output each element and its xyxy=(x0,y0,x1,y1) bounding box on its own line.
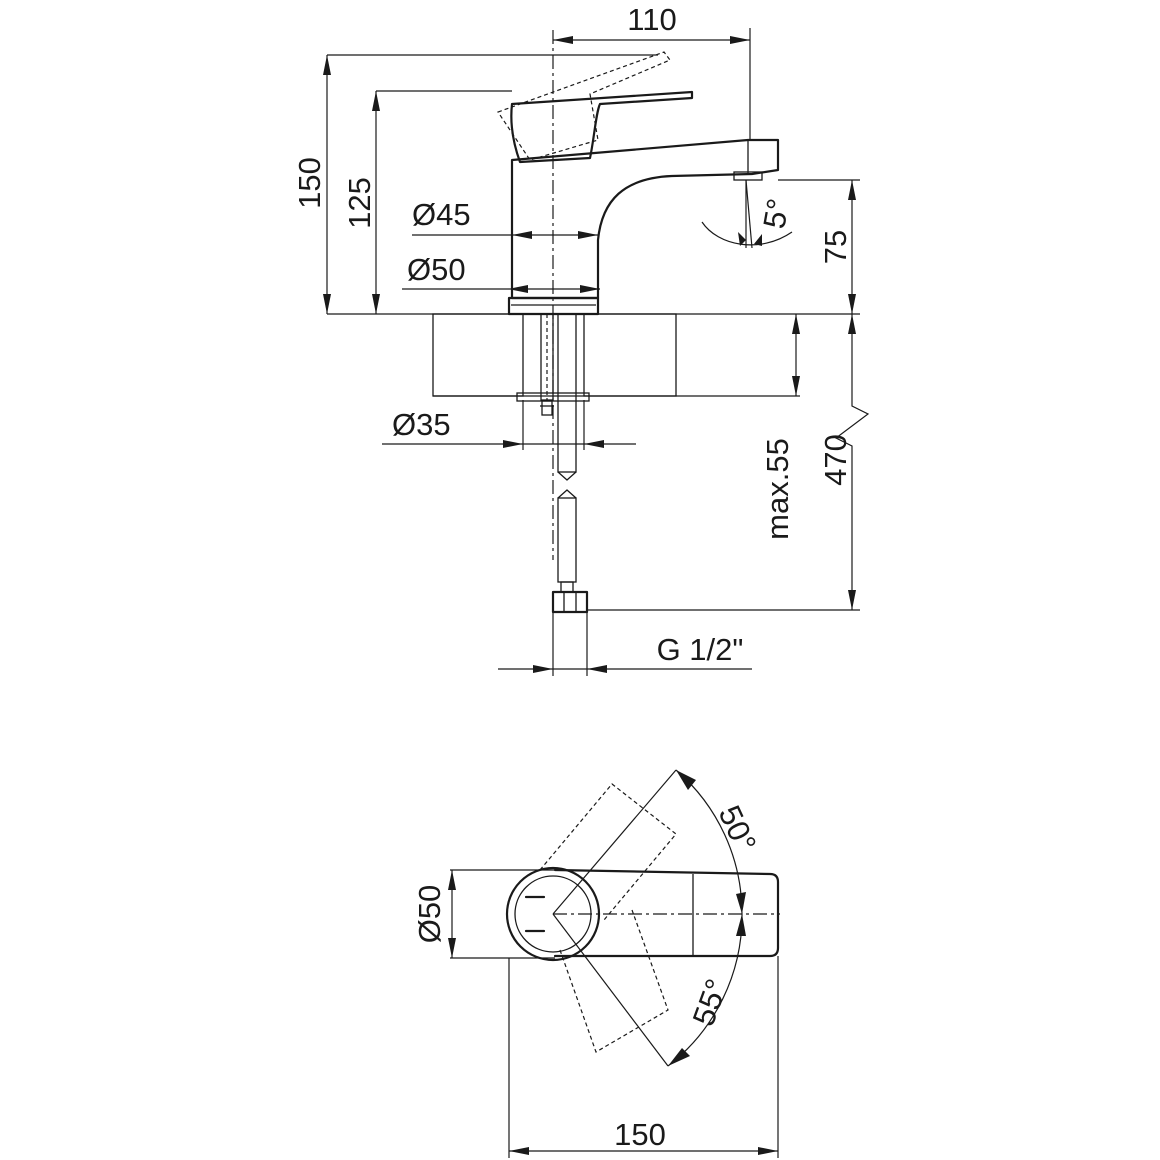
top-dim-angle-50: 50° xyxy=(712,800,764,857)
countertop-section xyxy=(432,313,677,397)
top-dim-angle-55: 55° xyxy=(686,974,735,1030)
top-dim-150-length: 150 xyxy=(614,1117,666,1152)
dimension-labels: 110 150 125 Ø45 Ø50 5° 75 Ø35 max.55 470… xyxy=(292,2,853,667)
dim-dia-35: Ø35 xyxy=(392,407,451,442)
dim-150-height: 150 xyxy=(292,157,327,209)
flow-angle xyxy=(701,179,793,249)
braided-hose xyxy=(551,313,589,614)
dim-thread: G 1/2" xyxy=(657,632,744,667)
dim-110: 110 xyxy=(627,2,676,37)
side-view: 110 150 125 Ø45 Ø50 5° 75 Ø35 max.55 470… xyxy=(292,2,870,676)
top-view: Ø50 50° 55° 150 xyxy=(412,769,780,1158)
faucet-body xyxy=(497,30,780,560)
top-dim-dia-50: Ø50 xyxy=(412,885,447,944)
dim-dia-45: Ø45 xyxy=(412,197,471,232)
dim-max-55: max.55 xyxy=(760,438,795,540)
dimension-lines xyxy=(323,28,870,676)
dim-angle-5: 5° xyxy=(756,196,796,231)
dim-125-height: 125 xyxy=(342,177,377,229)
dim-75-height: 75 xyxy=(818,230,853,264)
dim-dia-50: Ø50 xyxy=(407,252,466,287)
dim-470-hose: 470 xyxy=(818,434,853,486)
